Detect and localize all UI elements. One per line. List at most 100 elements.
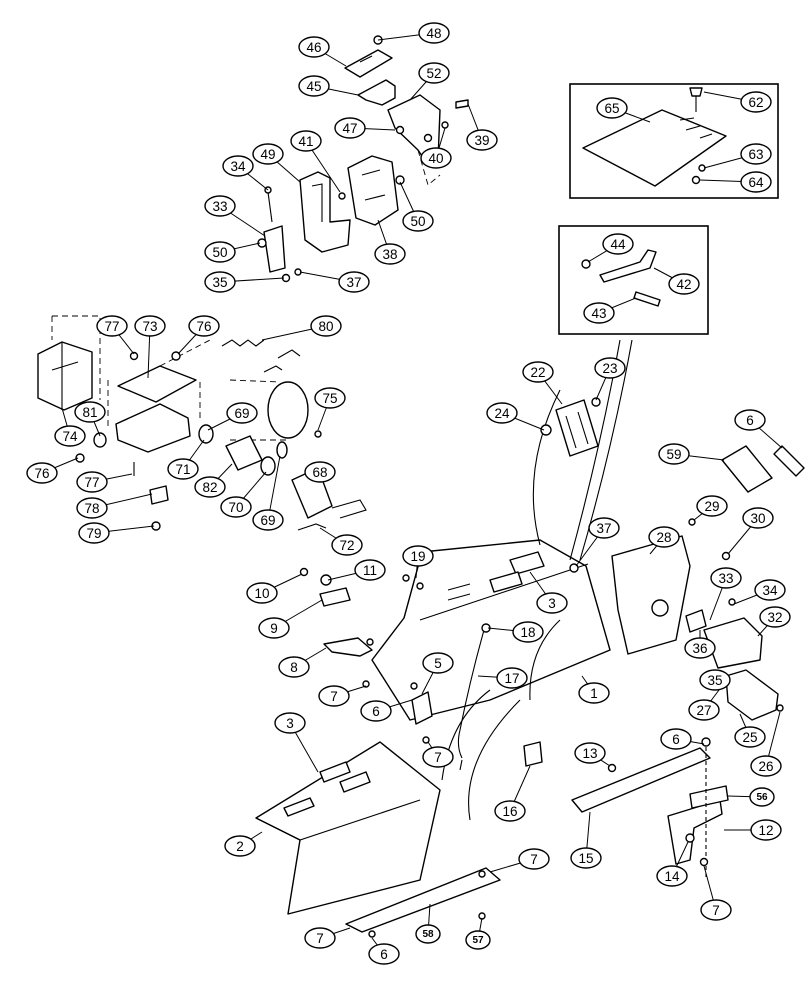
callout-bubble <box>658 443 690 465</box>
callout-5: 5 <box>422 652 454 674</box>
callout-bubble <box>224 835 256 857</box>
callout-57: 57 <box>465 930 491 950</box>
callout-bubble <box>734 409 766 431</box>
callout-number: 69 <box>260 513 275 528</box>
callout-45: 45 <box>298 75 330 97</box>
callout-bubble <box>96 315 128 337</box>
callout-78: 78 <box>76 497 108 519</box>
callout-bubble <box>750 755 782 777</box>
callout-bubble <box>749 787 775 807</box>
callout-bubble <box>298 75 330 97</box>
callout-59: 59 <box>658 443 690 465</box>
callout-48: 48 <box>418 22 450 44</box>
callout-number: 7 <box>530 852 538 867</box>
callout-bubble <box>220 496 252 518</box>
callout-68: 68 <box>304 461 336 483</box>
callout-number: 32 <box>767 610 782 625</box>
callout-73: 73 <box>134 315 166 337</box>
callout-63: 63 <box>740 143 772 165</box>
callout-bubble <box>360 700 392 722</box>
callout-39: 39 <box>466 129 498 151</box>
callout-35: 35 <box>204 271 236 293</box>
callout-number: 30 <box>750 511 765 526</box>
callout-bubble <box>418 22 450 44</box>
callout-bubble <box>74 401 106 423</box>
callout-bubble <box>648 526 680 548</box>
callout-bubble <box>204 195 236 217</box>
callout-number: 50 <box>410 214 425 229</box>
callout-bubble <box>374 243 406 265</box>
callout-number: 7 <box>434 750 442 765</box>
callout-number: 5 <box>434 656 442 671</box>
callout-bubble <box>596 97 628 119</box>
callout-bubble <box>318 685 350 707</box>
callout-80: 80 <box>310 315 342 337</box>
inset-box-plate <box>569 83 779 199</box>
callout-number: 7 <box>712 903 720 918</box>
callout-number: 36 <box>692 641 707 656</box>
inset-box-bracket <box>558 225 709 335</box>
callout-number: 3 <box>548 596 556 611</box>
callout-77: 77 <box>96 315 128 337</box>
callout-64: 64 <box>740 171 772 193</box>
callout-bubble <box>422 652 454 674</box>
callout-bubble <box>415 924 441 944</box>
callout-8: 8 <box>278 656 310 678</box>
callout-number: 9 <box>270 621 278 636</box>
callout-6: 6 <box>660 728 692 750</box>
callout-number: 76 <box>34 466 49 481</box>
callout-bubble <box>759 606 791 628</box>
callout-number: 70 <box>228 500 243 515</box>
callout-number: 46 <box>306 40 321 55</box>
callout-26: 26 <box>750 755 782 777</box>
callout-72: 72 <box>331 534 363 556</box>
callout-bubble <box>688 699 720 721</box>
callout-bubble <box>742 507 774 529</box>
callout-6: 6 <box>360 700 392 722</box>
callout-number: 75 <box>322 391 337 406</box>
callout-36: 36 <box>684 637 716 659</box>
callout-bubble <box>594 357 626 379</box>
callout-number: 7 <box>330 689 338 704</box>
callout-bubble <box>76 471 108 493</box>
callout-bubble <box>188 315 220 337</box>
callout-28: 28 <box>648 526 680 548</box>
callout-bubble <box>660 728 692 750</box>
callout-number: 13 <box>582 746 597 761</box>
callout-number: 7 <box>316 931 324 946</box>
callout-bubble <box>522 361 554 383</box>
callout-number: 33 <box>718 571 733 586</box>
callout-33: 33 <box>204 195 236 217</box>
callout-number: 58 <box>422 929 434 940</box>
callout-bubble <box>700 899 732 921</box>
callout-38: 38 <box>374 243 406 265</box>
callout-41: 41 <box>290 130 322 152</box>
callout-6: 6 <box>734 409 766 431</box>
callout-number: 64 <box>748 175 764 190</box>
callout-bubble <box>134 315 166 337</box>
callout-number: 68 <box>312 465 327 480</box>
callout-number: 48 <box>426 26 441 41</box>
callout-bubble <box>338 271 370 293</box>
callout-number: 19 <box>410 549 425 564</box>
callout-number: 77 <box>84 475 99 490</box>
lever-assembly <box>37 315 367 531</box>
callout-bubble <box>602 233 634 255</box>
leader-line-69 <box>267 455 281 521</box>
callout-bubble <box>402 545 434 567</box>
callout-30: 30 <box>742 507 774 529</box>
callout-bubble <box>252 509 284 531</box>
callout-number: 73 <box>142 319 157 334</box>
callout-bubble <box>402 210 434 232</box>
callout-number: 6 <box>380 947 388 962</box>
callout-number: 6 <box>372 704 380 719</box>
callout-bubble <box>656 865 688 887</box>
callout-18: 18 <box>512 621 544 643</box>
callout-bubble <box>710 567 742 589</box>
callout-number: 39 <box>474 133 489 148</box>
callout-34: 34 <box>754 579 786 601</box>
callout-number: 62 <box>748 95 763 110</box>
callout-58: 58 <box>415 924 441 944</box>
callout-bubble <box>304 461 336 483</box>
